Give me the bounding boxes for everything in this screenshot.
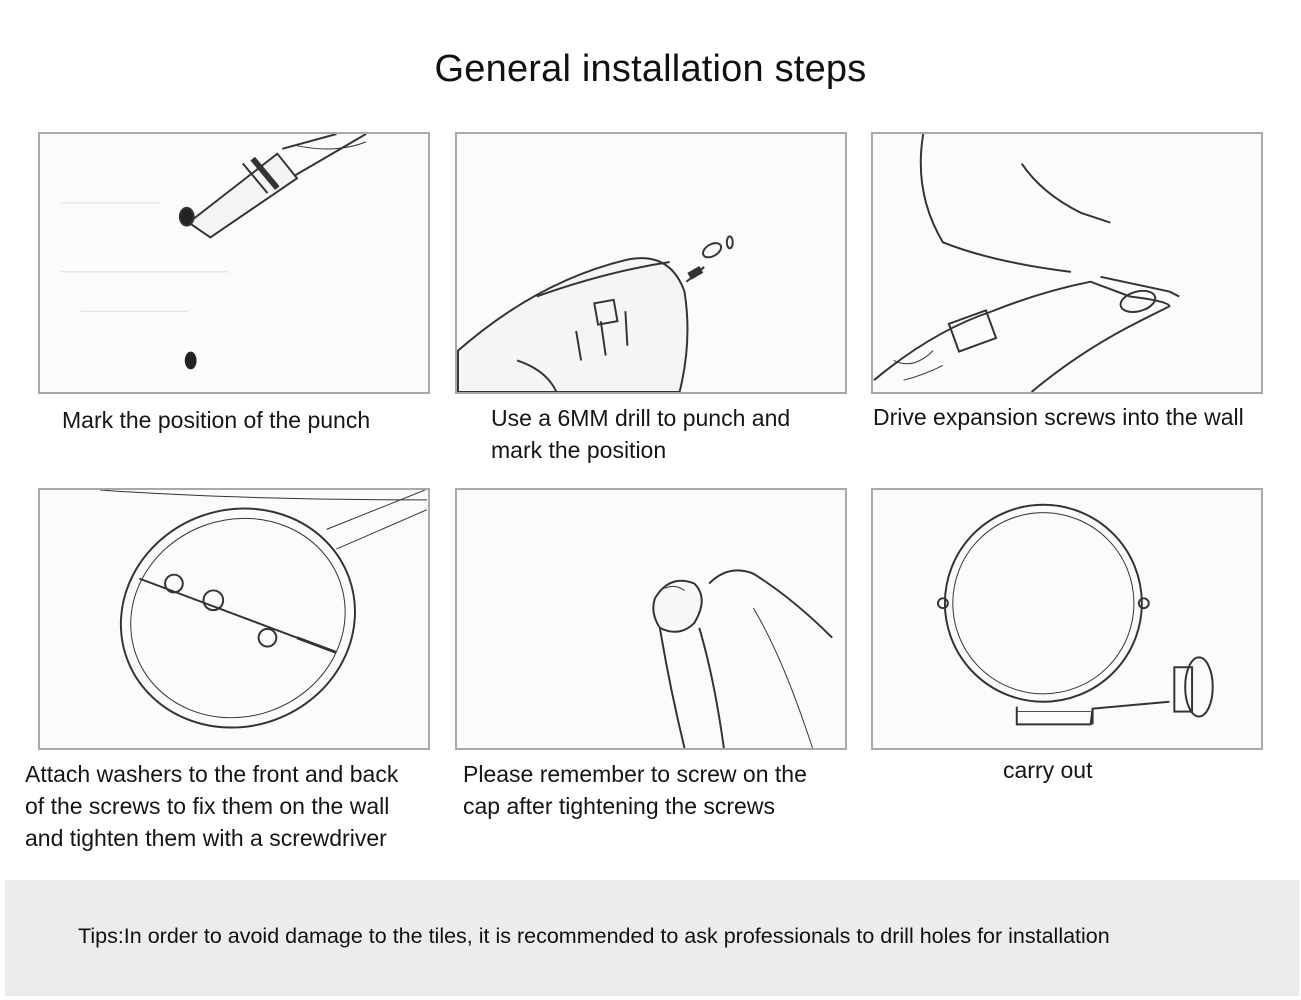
- step-1-caption: Mark the position of the punch: [62, 407, 371, 433]
- step-6-illustration: [871, 488, 1263, 750]
- step-3-illustration: [871, 132, 1263, 394]
- hand-anchor-icon: [873, 134, 1180, 392]
- step-2-caption-line-1: Use a 6MM drill to punch and: [491, 405, 791, 431]
- step-3-caption: Drive expansion screws into the wall: [873, 404, 1244, 430]
- step-6-caption: carry out: [1003, 757, 1093, 783]
- step-4-illustration: [38, 488, 430, 750]
- fingers-cap-icon: [652, 569, 833, 748]
- wall-mirror-icon: [937, 503, 1214, 726]
- step-5-illustration: [455, 488, 847, 750]
- step-5-caption: Please remember to screw on the cap afte…: [463, 758, 807, 822]
- step-5-caption-line-2: cap after tightening the screws: [463, 793, 775, 819]
- drill-icon: [457, 235, 734, 392]
- screwdriver-ring-icon: [100, 490, 428, 729]
- tips-banner: [5, 880, 1299, 996]
- tips-text: Tips:In order to avoid damage to the til…: [78, 924, 1110, 948]
- step-4-caption-line-3: and tighten them with a screwdriver: [25, 825, 387, 851]
- step-2-illustration: [455, 132, 847, 394]
- step-2-caption-line-2: mark the position: [491, 437, 667, 463]
- step-2-caption: Use a 6MM drill to punch and mark the po…: [491, 402, 790, 466]
- step-4-caption-line-2: of the screws to fix them on the wall: [25, 793, 390, 819]
- step-4-caption-line-1: Attach washers to the front and back: [25, 761, 399, 787]
- page-title: General installation steps: [434, 48, 867, 90]
- step-4-caption: Attach washers to the front and back of …: [25, 758, 398, 854]
- step-5-caption-line-1: Please remember to screw on the: [463, 761, 807, 787]
- step-1-illustration: [38, 132, 430, 394]
- marker-pen-icon: [60, 134, 367, 370]
